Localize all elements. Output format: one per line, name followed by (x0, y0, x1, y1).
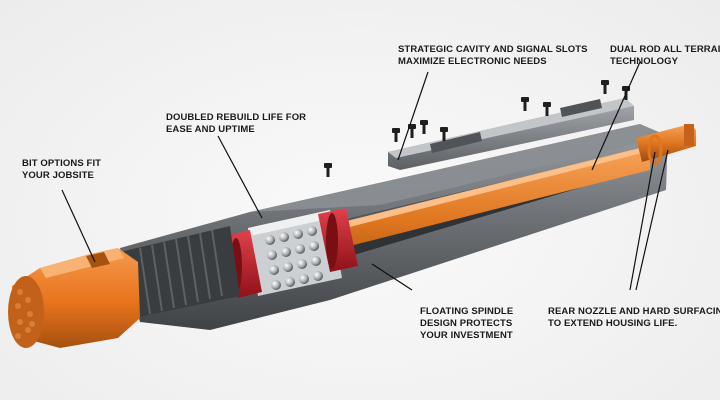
drill-bit (8, 248, 140, 348)
callout-line: TO EXTEND HOUSING LIFE. (548, 318, 678, 329)
leader-doubled-rebuild (217, 135, 263, 219)
callout-line: MAXIMIZE ELECTRONIC NEEDS (398, 56, 547, 67)
threaded-section (120, 226, 240, 318)
callout-line: EASE AND UPTIME (166, 124, 255, 135)
slot-cover-plate (388, 98, 634, 170)
leader-rear-nozzle-1 (629, 151, 656, 291)
cover-bolts (324, 80, 630, 177)
bearing-balls (265, 226, 323, 290)
bolt-icon (324, 163, 332, 177)
leader-bit-options (61, 189, 96, 263)
leader-strategic-cavity (397, 71, 429, 161)
callout-bit-options: BIT OPTIONS FIT YOUR JOBSITE (22, 158, 101, 182)
callout-line: DOUBLED REBUILD LIFE FOR (166, 112, 307, 123)
callout-rear-nozzle: REAR NOZZLE AND HARD SURFACING TO EXTEND… (548, 306, 720, 330)
bolt-icon (420, 120, 428, 134)
bolt-icon (521, 97, 529, 111)
leader-floating-spindle (371, 263, 413, 291)
leader-dual-rod (591, 61, 641, 171)
callout-line: TECHNOLOGY (610, 56, 679, 67)
callout-dual-rod: DUAL ROD ALL TERRAIN TECHNOLOGY (610, 44, 720, 68)
bolt-icon (601, 80, 609, 94)
callout-doubled-rebuild: DOUBLED REBUILD LIFE FOR EASE AND UPTIME (166, 112, 306, 136)
bolt-icon (392, 128, 400, 142)
callout-line: YOUR INVESTMENT (420, 330, 513, 341)
callout-line: DUAL ROD ALL TERRAIN (610, 44, 720, 55)
callout-floating-spindle: FLOATING SPINDLE DESIGN PROTECTS YOUR IN… (420, 306, 513, 342)
callout-line: FLOATING SPINDLE (420, 306, 514, 317)
callout-line: YOUR JOBSITE (22, 170, 94, 181)
callout-line: BIT OPTIONS FIT (22, 158, 102, 169)
callout-line: REAR NOZZLE AND HARD SURFACING (548, 306, 720, 317)
bolt-icon (543, 102, 551, 116)
rear-rod-tip (636, 124, 696, 166)
callout-strategic-cavity: STRATEGIC CAVITY AND SIGNAL SLOTS MAXIMI… (398, 44, 588, 68)
leader-rear-nozzle-2 (635, 149, 669, 291)
leader-lines (61, 61, 669, 291)
bearing-assembly (248, 210, 342, 296)
callout-line: DESIGN PROTECTS (420, 318, 513, 329)
bolt-icon (440, 127, 448, 141)
callout-line: STRATEGIC CAVITY AND SIGNAL SLOTS (398, 44, 588, 55)
